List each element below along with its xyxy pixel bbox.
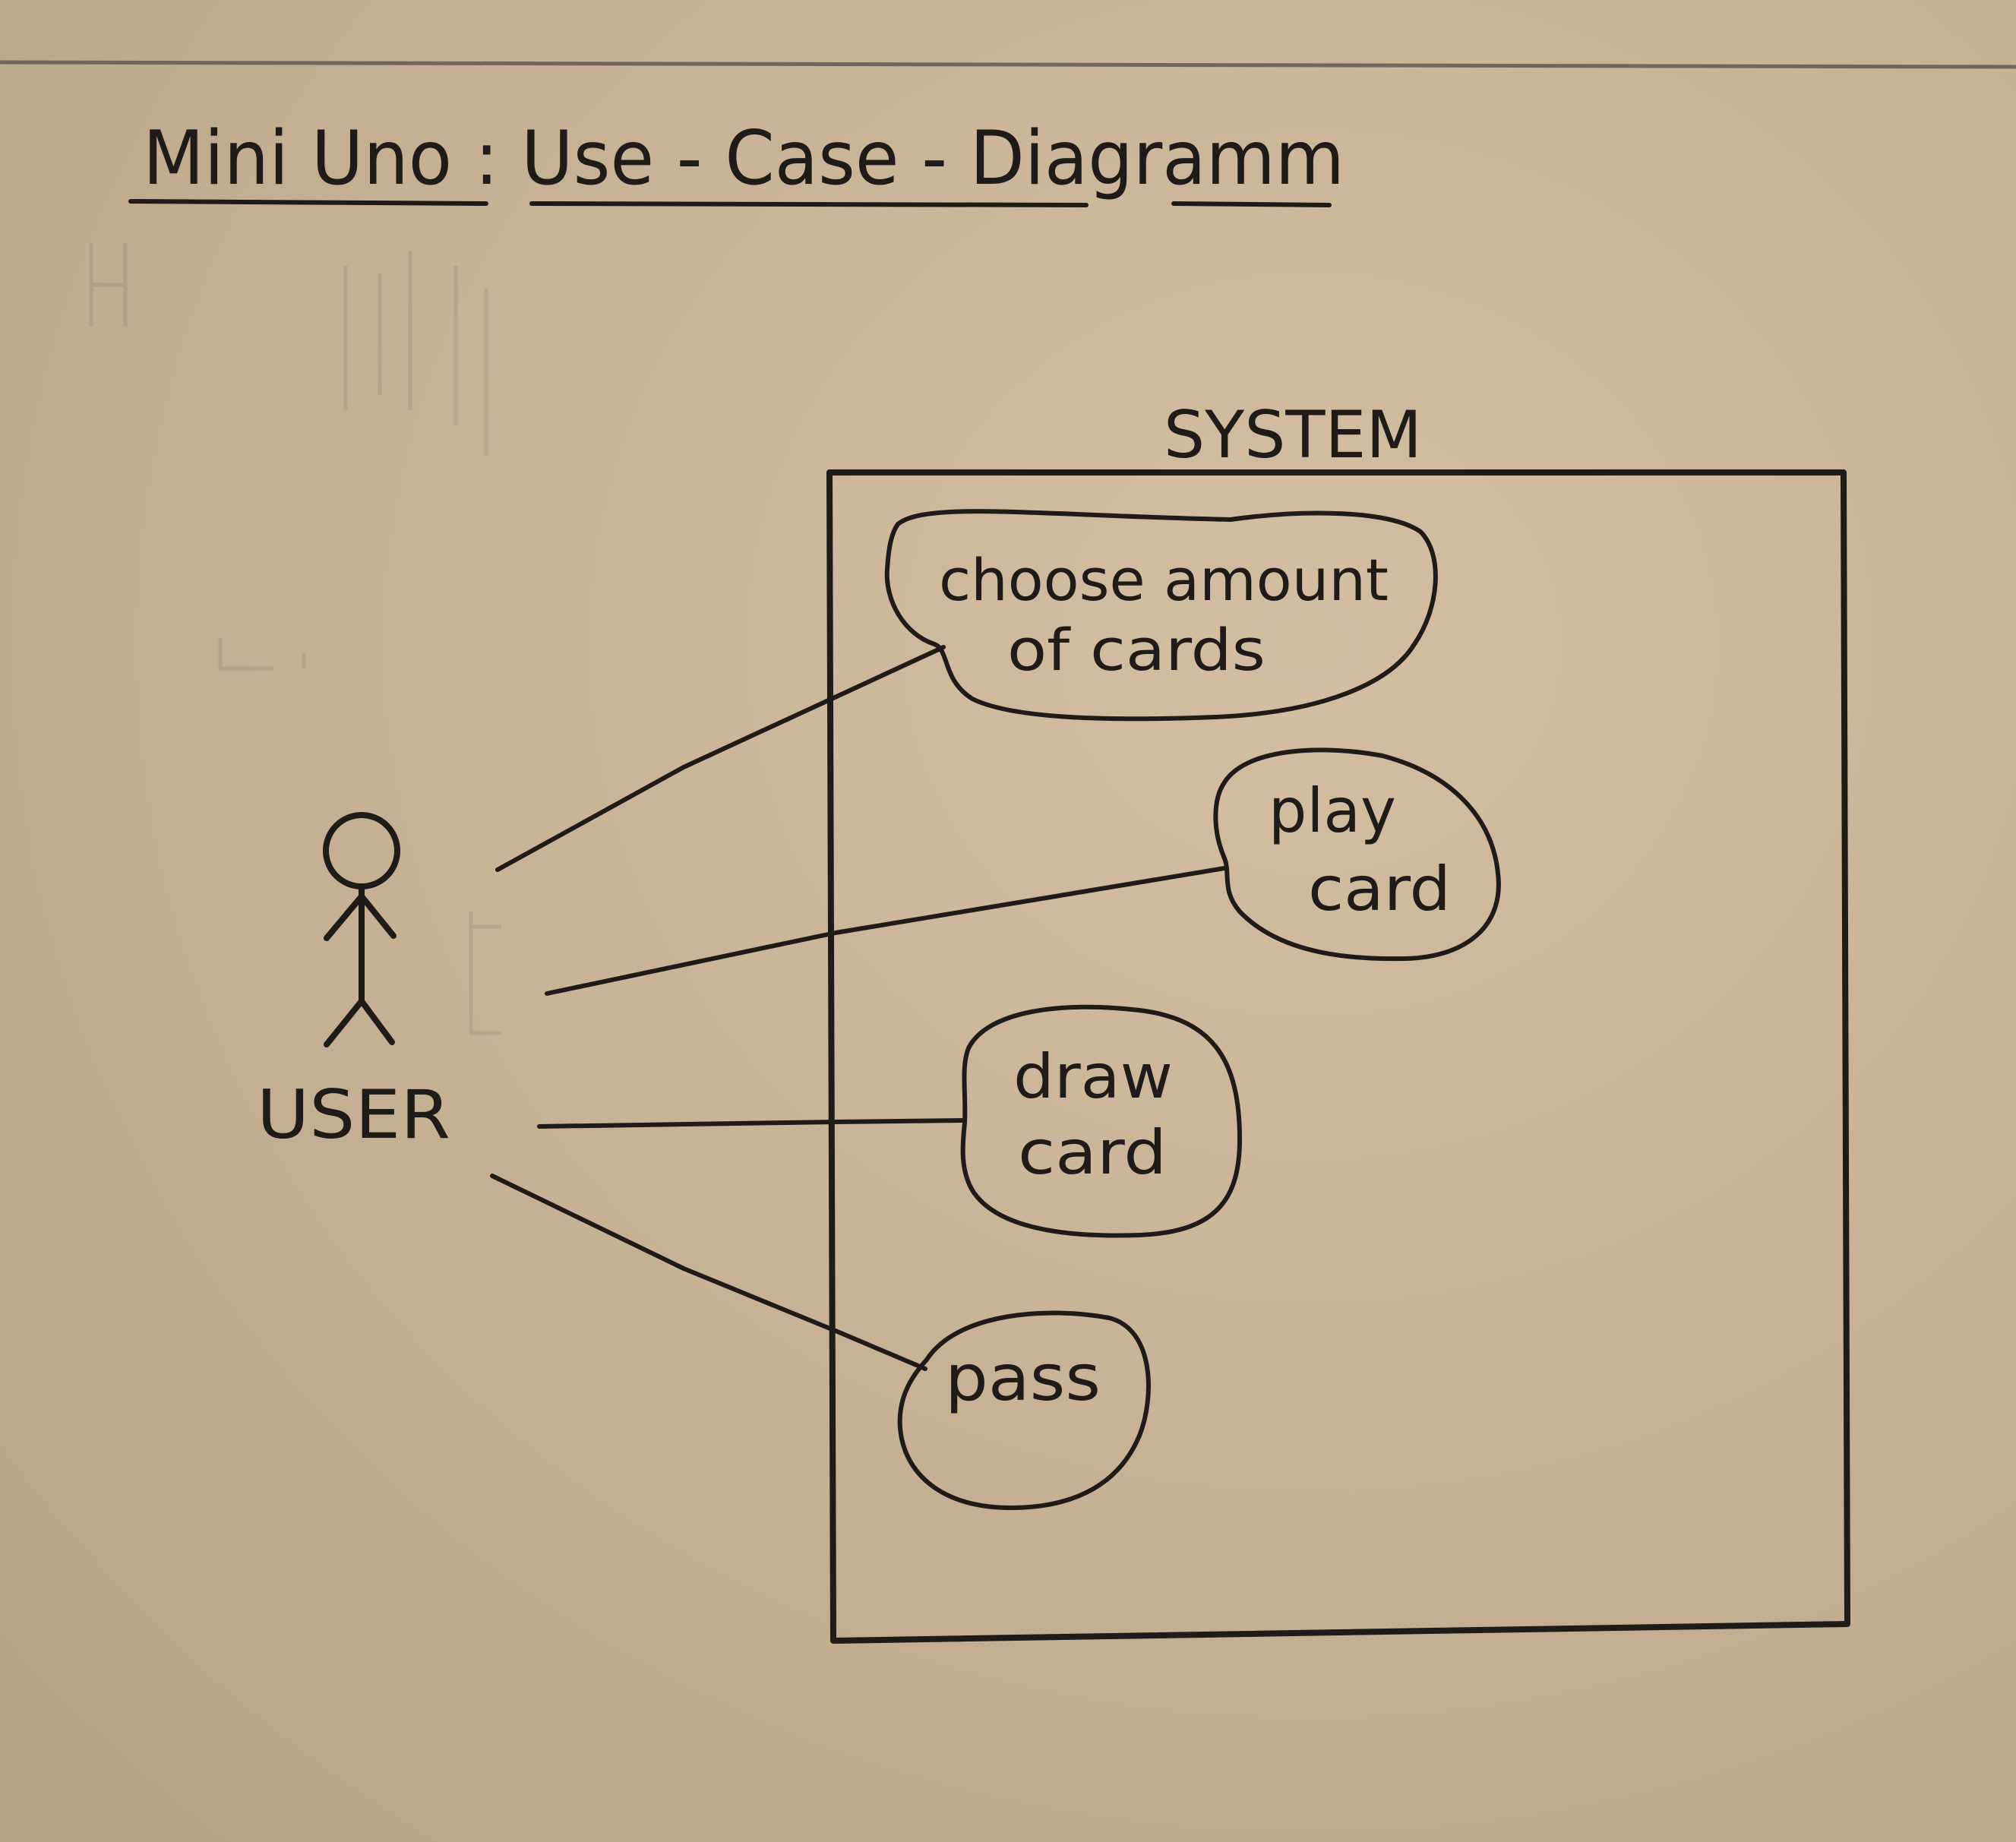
use-case-bubble [897,1310,1151,1510]
use-case-label-line-2: card [1308,854,1451,924]
association-draw-card [537,1118,965,1129]
bleed-through-marks [89,243,501,1035]
actor-head-icon [323,812,400,889]
use-case-bubble [884,509,1438,722]
use-case-bubble [960,1004,1242,1238]
use-case-label-line-2: card [1018,1117,1167,1188]
use-case-bubble [1213,747,1501,962]
use-case-label-line-1: choose amount [939,546,1389,614]
use-case-play-card[interactable]: play card [1213,747,1501,962]
association-play-card [545,866,1227,996]
use-case-label-line-1: play [1269,776,1396,846]
system-label: SYSTEM [1164,397,1422,473]
actor-label: USER [257,1076,450,1154]
use-case-label-line-1: pass [945,1341,1101,1415]
title-underline [128,199,1332,207]
system-boundary [826,469,1850,1644]
associations [490,645,1227,1371]
actor-body-icon [324,883,397,1047]
use-case-choose-amount-of-cards[interactable]: choose amount of cards [884,509,1438,722]
use-case-label-line-2: of cards [1007,616,1266,684]
use-case-draw-card[interactable]: draw card [960,1004,1242,1238]
use-case-label-line-1: draw [1013,1041,1173,1112]
paper-top-rule [0,60,2016,69]
association-pass [490,1174,927,1371]
user-actor: USER [257,812,450,1154]
diagram-title: Mini Uno : Use - Case - Diagramm [143,115,1345,202]
association-choose-amount [495,645,946,872]
use-case-pass[interactable]: pass [897,1310,1151,1510]
